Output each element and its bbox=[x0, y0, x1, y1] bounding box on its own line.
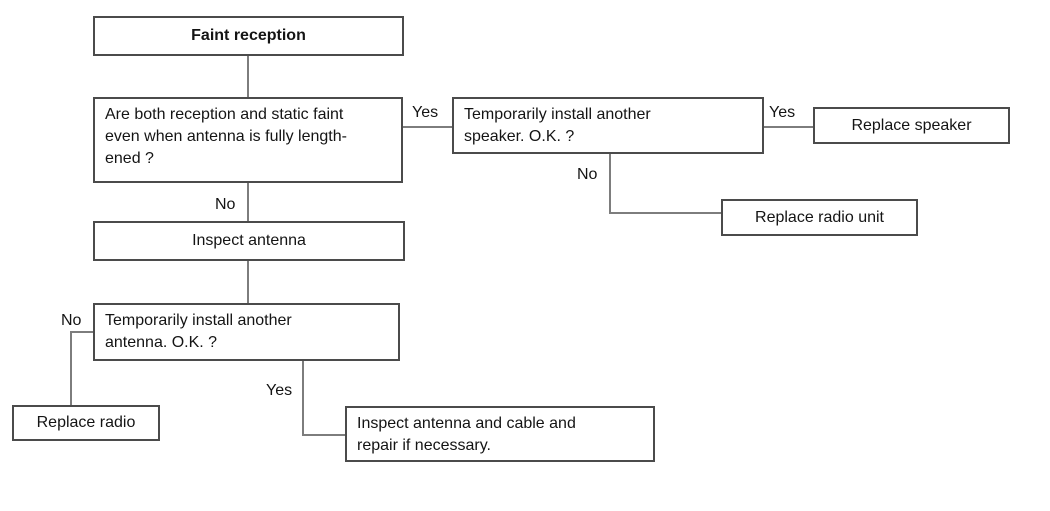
node-question-antenna-line1: Temporarily install another bbox=[105, 312, 292, 329]
node-replace-radio-label: Replace radio bbox=[36, 414, 136, 431]
connector-question3-no-vertical bbox=[70, 331, 72, 405]
node-replace-radio-unit: Replace radio unit bbox=[721, 199, 918, 236]
node-inspect-antenna-cable-line1: Inspect antenna and cable and bbox=[357, 415, 576, 432]
node-inspect-antenna-cable: Inspect antenna and cable and repair if … bbox=[345, 406, 655, 462]
node-replace-speaker-label: Replace speaker bbox=[851, 116, 972, 134]
edge-label-yes-speaker: Yes bbox=[412, 104, 439, 121]
node-question-reception-static-line1: Are both reception and static faint bbox=[105, 106, 344, 123]
edge-label-no-radio-unit: No bbox=[577, 166, 598, 183]
node-faint-reception-label: Faint reception bbox=[191, 27, 306, 44]
connector-start-to-question1 bbox=[247, 56, 249, 97]
node-question-reception-static: Are both reception and static faint even… bbox=[93, 97, 403, 183]
node-faint-reception: Faint reception bbox=[93, 16, 404, 56]
connector-question3-no-horizontal bbox=[71, 331, 93, 333]
connector-speaker-yes bbox=[764, 126, 813, 128]
connector-speaker-no-vertical bbox=[609, 154, 611, 214]
connector-question1-no bbox=[247, 183, 249, 221]
connector-inspect-to-question3 bbox=[247, 261, 249, 303]
node-question-speaker-line1: Temporarily install another bbox=[464, 106, 651, 123]
node-inspect-antenna-label: Inspect antenna bbox=[192, 232, 306, 249]
node-replace-radio: Replace radio bbox=[12, 405, 160, 441]
edge-label-no-replace-radio: No bbox=[61, 312, 82, 329]
node-inspect-antenna-cable-line2: repair if necessary. bbox=[357, 437, 491, 454]
edge-label-yes-replace-speaker: Yes bbox=[769, 104, 796, 121]
node-inspect-antenna: Inspect antenna bbox=[93, 221, 405, 261]
connector-question3-yes-horizontal bbox=[302, 434, 345, 436]
node-question-antenna-line2: antenna. O.K. ? bbox=[105, 334, 218, 351]
node-question-reception-static-line3: ened ? bbox=[105, 150, 154, 167]
connector-question3-yes-vertical bbox=[302, 361, 304, 435]
node-replace-speaker: Replace speaker bbox=[813, 107, 1010, 144]
node-question-reception-static-line2: even when antenna is fully length- bbox=[105, 128, 347, 145]
edge-label-yes-inspect-cable: Yes bbox=[266, 382, 293, 399]
edge-label-no-inspect: No bbox=[215, 196, 236, 213]
connector-question1-yes bbox=[403, 126, 452, 128]
node-question-antenna: Temporarily install another antenna. O.K… bbox=[93, 303, 400, 361]
node-question-speaker-line2: speaker. O.K. ? bbox=[464, 128, 575, 145]
node-question-speaker: Temporarily install another speaker. O.K… bbox=[452, 97, 764, 154]
node-replace-radio-unit-label: Replace radio unit bbox=[755, 208, 884, 226]
connector-speaker-no-horizontal bbox=[609, 212, 721, 214]
